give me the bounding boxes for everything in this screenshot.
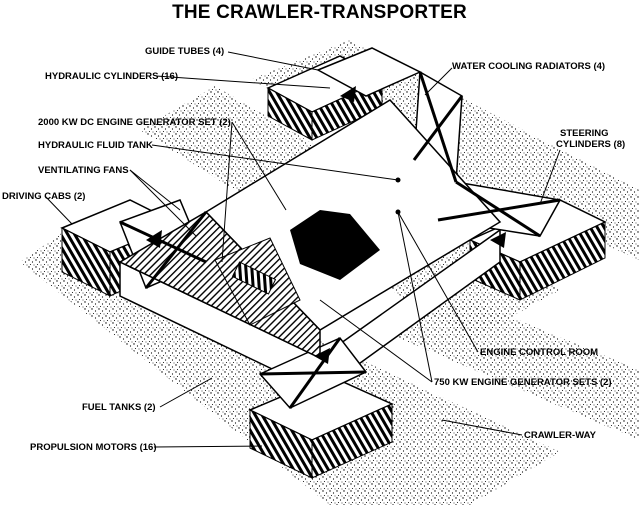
label-guide-tubes: GUIDE TUBES (4) — [145, 46, 225, 57]
label-750kw-generators: 750 KW ENGINE GENERATOR SETS (2) — [434, 377, 612, 388]
label-hydraulic-fluid-tank: HYDRAULIC FLUID TANK — [38, 140, 153, 151]
label-crawler-way: CRAWLER-WAY — [524, 430, 596, 441]
corner-plates — [146, 86, 506, 364]
label-propulsion-motors: PROPULSION MOTORS (16) — [30, 442, 157, 453]
label-steering-line2: CYLINDERS (8) — [556, 139, 626, 150]
label-hydraulic-cylinders: HYDRAULIC CYLINDERS (16) — [45, 71, 179, 82]
label-water-cooling-radiators: WATER COOLING RADIATORS (4) — [452, 61, 606, 72]
label-dc-engine-generator: 2000 KW DC ENGINE GENERATOR SET (2) — [38, 117, 231, 128]
diagram-title: THE CRAWLER-TRANSPORTER — [172, 2, 467, 23]
label-engine-control-room: ENGINE CONTROL ROOM — [480, 347, 599, 358]
track-truck-front — [248, 375, 394, 479]
label-fuel-tanks: FUEL TANKS (2) — [82, 402, 156, 413]
label-steering-line1: STEERING — [560, 128, 609, 139]
label-driving-cabs: DRIVING CABS (2) — [2, 191, 86, 202]
leader-lines — [44, 51, 561, 448]
cross-bracing — [119, 71, 561, 409]
engine-machinery — [214, 210, 380, 326]
leader-dots — [395, 177, 401, 215]
label-ventilating-fans: VENTILATING FANS — [38, 165, 129, 176]
